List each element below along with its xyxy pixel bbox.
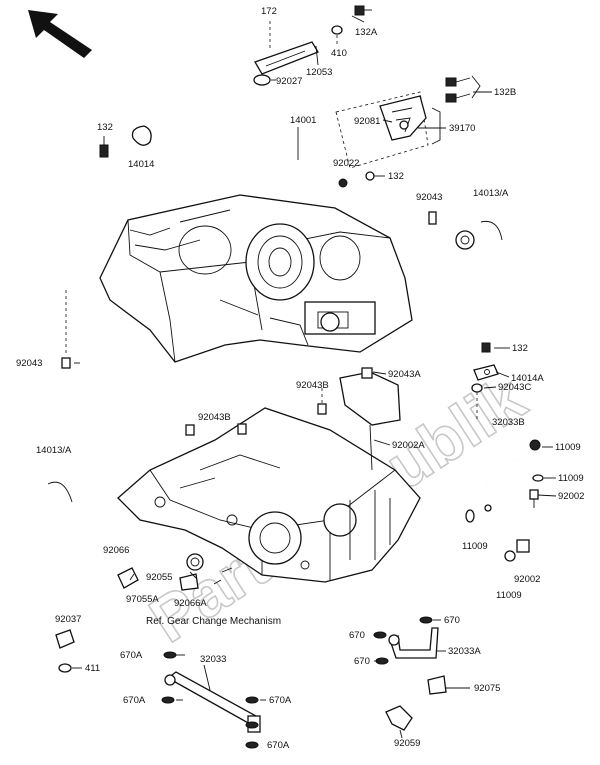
- dowel-92043B-upper: [317, 388, 327, 415]
- label-670A-4: 670A: [267, 740, 290, 751]
- label-670-1: 670: [444, 615, 460, 626]
- label-14014A: 14014A: [511, 373, 544, 384]
- label-132B: 132B: [494, 87, 516, 98]
- label-92043C: 92043C: [498, 382, 531, 393]
- label-670A-3: 670A: [269, 695, 292, 706]
- dowel-92043-top: [428, 211, 437, 225]
- label-92043-top: 92043: [416, 192, 442, 203]
- label-92022: 92022: [333, 158, 359, 169]
- label-11009-3: 11009: [462, 541, 488, 552]
- pin-92066A: [213, 567, 233, 585]
- bolt-92002-lower: [504, 539, 530, 562]
- label-92043B-1: 92043B: [296, 380, 329, 391]
- label-670A-1: 670A: [120, 650, 143, 661]
- label-670-3: 670: [354, 656, 370, 667]
- bolt-92002-upper: [529, 489, 539, 508]
- dowel-92043C: [471, 383, 483, 420]
- label-670A-2: 670A: [123, 695, 146, 706]
- bolt-132-right: [481, 342, 491, 353]
- label-411: 411: [85, 663, 100, 674]
- label-132-mid: 132: [388, 171, 404, 182]
- oring-92055: [186, 553, 204, 571]
- label-92043-left: 92043: [16, 358, 42, 369]
- label-14001: 14001: [290, 115, 316, 126]
- gear-icon: [455, 230, 475, 250]
- washer-11009-b: [532, 474, 544, 482]
- label-92002-1: 92002: [558, 491, 584, 502]
- label-132A: 132A: [355, 27, 378, 38]
- dowel-92043B-lower: [185, 423, 247, 436]
- link-rod-32033: [161, 651, 261, 749]
- label-92066A: 92066A: [174, 598, 207, 609]
- leader-lines: [72, 15, 557, 739]
- label-92043A: 92043A: [388, 369, 421, 380]
- plug-97055A: [179, 573, 199, 591]
- collar-92037: [55, 629, 75, 649]
- label-132-top: 132: [97, 122, 113, 133]
- label-97055A: 97055A: [126, 594, 159, 605]
- label-410: 410: [331, 48, 347, 59]
- pin-12053: [254, 21, 319, 75]
- bolt-132-left: [99, 136, 109, 158]
- label-92002A: 92002A: [392, 440, 425, 451]
- lower-crankcase: [117, 407, 421, 583]
- part-number-labels: 172 132A 410 12053 92027 132B 132 14014 …: [16, 6, 584, 751]
- label-11009-4: 11009: [496, 590, 522, 601]
- bolt-132A: [354, 5, 372, 16]
- dowel-92027: [253, 74, 271, 86]
- clip-411: [58, 663, 72, 673]
- label-132-right: 132: [512, 343, 528, 354]
- label-12053: 12053: [306, 67, 332, 78]
- bolt-132-mid: [365, 171, 385, 181]
- washer-11009-a: [529, 439, 541, 451]
- label-92055: 92055: [146, 572, 172, 583]
- link-rod-32033A: [373, 616, 439, 665]
- seal-14013A-left: [47, 481, 73, 503]
- label-92081: 92081: [354, 116, 380, 127]
- label-14013A-left: 14013/A: [36, 445, 72, 456]
- label-39170: 39170: [449, 123, 475, 134]
- washer-410: [331, 25, 343, 45]
- bolt-132B-pair: [445, 75, 481, 103]
- label-11009-1: 11009: [555, 442, 581, 453]
- label-14013A-top: 14013/A: [473, 188, 509, 199]
- washer-92022: [338, 178, 348, 188]
- breather-assembly-39170: [335, 91, 441, 169]
- arm-92059: [385, 705, 413, 731]
- label-172: 172: [261, 6, 277, 17]
- label-32033A: 32033A: [448, 646, 481, 657]
- label-92075: 92075: [474, 683, 500, 694]
- dowel-92043-left: [61, 290, 71, 369]
- label-92059: 92059: [394, 738, 420, 749]
- label-92027: 92027: [276, 76, 302, 87]
- label-92002-2: 92002: [514, 574, 540, 585]
- bracket-92075: [427, 675, 447, 695]
- bracket-92043A: [339, 367, 401, 426]
- label-670-2: 670: [349, 630, 365, 641]
- washer-11009-c: [465, 509, 475, 523]
- label-92043B-2: 92043B: [198, 412, 231, 423]
- reference-note: Ref. Gear Change Mechanism: [146, 616, 281, 627]
- label-32033: 32033: [200, 654, 226, 665]
- label-11009-2: 11009: [558, 473, 584, 484]
- label-32033B: 32033B: [492, 417, 525, 428]
- bracket-14014A: [473, 364, 499, 381]
- stud-92002A: [369, 424, 373, 471]
- oil-pipe-32033B: [483, 449, 537, 512]
- seal-14013A-top: [480, 220, 503, 241]
- label-92037: 92037: [55, 614, 81, 625]
- label-14014: 14014: [128, 159, 154, 170]
- label-92066: 92066: [103, 545, 129, 556]
- plug-92066: [117, 567, 139, 589]
- upper-crankcase: [99, 194, 413, 363]
- bracket-14014: [131, 125, 152, 146]
- arrow-up-left-icon: [28, 10, 92, 58]
